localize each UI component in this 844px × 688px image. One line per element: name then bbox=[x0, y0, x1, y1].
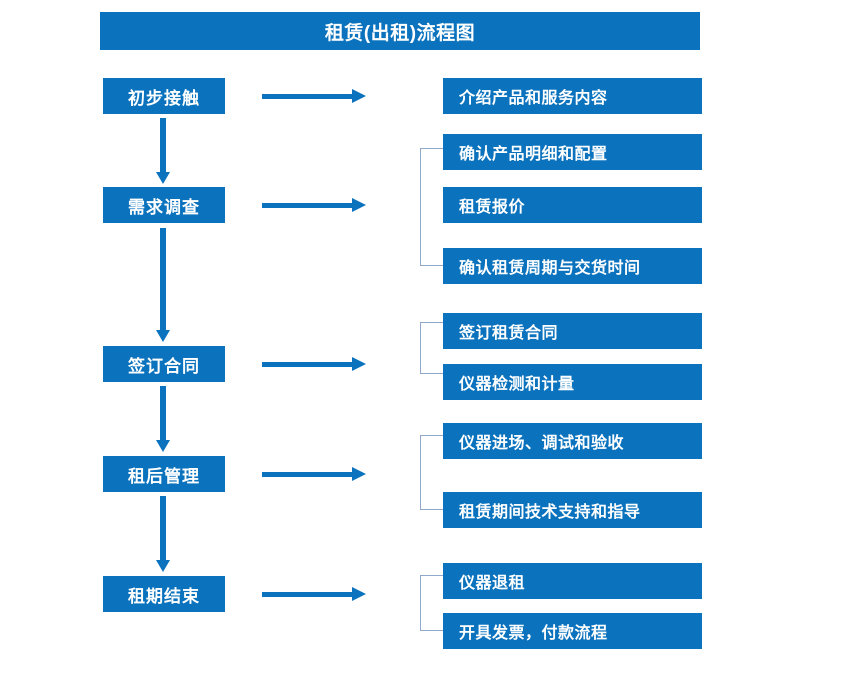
bracket-icon-group-requirement bbox=[420, 148, 443, 266]
stage-box-requirement-survey[interactable]: 需求调查 bbox=[103, 187, 225, 223]
down-arrow-icon-3 bbox=[156, 386, 170, 452]
right-arrow-icon-5 bbox=[262, 587, 366, 601]
down-arrow-icon-4 bbox=[156, 496, 170, 572]
detail-box-rental-quote[interactable]: 租赁报价 bbox=[443, 187, 702, 223]
right-arrow-icon-3 bbox=[262, 357, 366, 371]
detail-box-introduce-products[interactable]: 介绍产品和服务内容 bbox=[443, 78, 702, 114]
detail-box-sign-rental-contract[interactable]: 签订租赁合同 bbox=[443, 313, 702, 349]
arrow-shaft bbox=[160, 118, 166, 172]
arrow-head bbox=[156, 330, 170, 342]
arrow-shaft bbox=[160, 386, 166, 440]
arrow-shaft bbox=[262, 592, 354, 597]
arrow-head bbox=[156, 560, 170, 572]
detail-box-confirm-period[interactable]: 确认租赁周期与交货时间 bbox=[443, 248, 702, 284]
down-arrow-icon-1 bbox=[156, 118, 170, 184]
arrow-shaft bbox=[160, 228, 166, 330]
stage-box-sign-contract[interactable]: 签订合同 bbox=[103, 346, 225, 382]
arrow-head bbox=[352, 198, 366, 212]
right-arrow-icon-4 bbox=[262, 467, 366, 481]
arrow-head bbox=[352, 357, 366, 371]
arrow-shaft bbox=[262, 203, 354, 208]
arrow-shaft bbox=[262, 472, 354, 477]
arrow-shaft bbox=[262, 94, 354, 99]
right-arrow-icon-2 bbox=[262, 198, 366, 212]
arrow-head bbox=[352, 587, 366, 601]
arrow-head bbox=[156, 440, 170, 452]
arrow-shaft bbox=[262, 362, 354, 367]
bracket-icon-group-contract bbox=[420, 322, 443, 374]
arrow-shaft bbox=[160, 496, 166, 560]
stage-box-post-rental-management[interactable]: 租后管理 bbox=[103, 456, 225, 492]
detail-box-invoice-payment[interactable]: 开具发票，付款流程 bbox=[443, 613, 702, 649]
detail-box-confirm-spec[interactable]: 确认产品明细和配置 bbox=[443, 134, 702, 170]
detail-box-instrument-return[interactable]: 仪器退租 bbox=[443, 563, 702, 599]
arrow-head bbox=[352, 89, 366, 103]
bracket-icon-group-lease-end bbox=[420, 575, 443, 631]
arrow-head bbox=[352, 467, 366, 481]
right-arrow-icon-1 bbox=[262, 89, 366, 103]
down-arrow-icon-2 bbox=[156, 228, 170, 342]
stage-box-initial-contact[interactable]: 初步接触 bbox=[103, 78, 225, 114]
detail-box-technical-support[interactable]: 租赁期间技术支持和指导 bbox=[443, 492, 702, 528]
stage-box-lease-end[interactable]: 租期结束 bbox=[103, 576, 225, 612]
detail-box-instrument-testing[interactable]: 仪器检测和计量 bbox=[443, 364, 702, 400]
page-title: 租赁(出租)流程图 bbox=[100, 12, 700, 50]
bracket-icon-group-management bbox=[420, 435, 443, 510]
arrow-head bbox=[156, 172, 170, 184]
detail-box-instrument-arrival[interactable]: 仪器进场、调试和验收 bbox=[443, 423, 702, 459]
